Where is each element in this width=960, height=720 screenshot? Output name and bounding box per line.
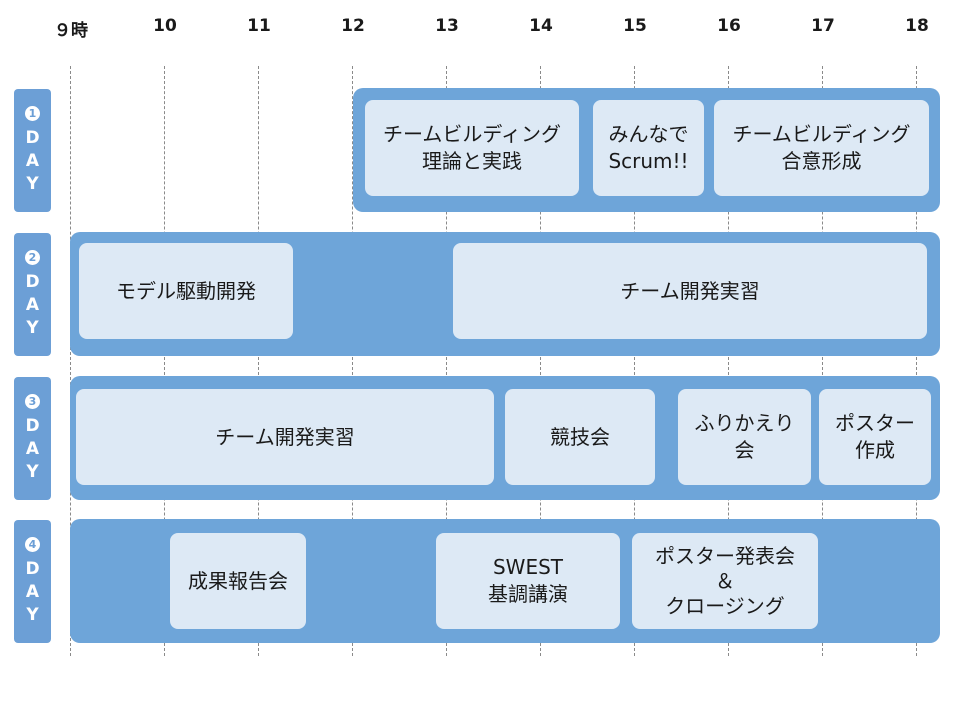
session-team-dev-practice: チーム開発実習: [453, 243, 927, 339]
gridline: [70, 66, 71, 656]
session-teambuilding-consensus: チームビルディング 合意形成: [714, 100, 929, 196]
hour-label-11: 11: [247, 16, 271, 36]
hour-label-16: 16: [717, 16, 741, 36]
hour-label-10: 10: [153, 16, 177, 36]
session-teambuilding-theory: チームビルディング 理論と実践: [365, 100, 579, 196]
hour-label-18: 18: [905, 16, 929, 36]
hour-label-17: 17: [811, 16, 835, 36]
hour-label-14: 14: [529, 16, 553, 36]
session-competition: 競技会: [505, 389, 655, 485]
day-label-2: 2 D A Y: [14, 233, 51, 356]
session-poster-closing: ポスター発表会 ＆ クロージング: [632, 533, 818, 629]
session-team-dev-practice: チーム開発実習: [76, 389, 494, 485]
hour-label-15: 15: [623, 16, 647, 36]
hour-label-9: ９時: [54, 21, 88, 41]
day-number-badge: 1: [25, 105, 40, 121]
gridline: [164, 66, 165, 656]
day-number-badge: 2: [25, 249, 40, 265]
session-poster-creation: ポスター 作成: [819, 389, 931, 485]
session-scrum: みんなで Scrum!!: [593, 100, 704, 196]
hour-label-12: 12: [341, 16, 365, 36]
day-word: D A Y: [25, 415, 40, 482]
gridline: [634, 66, 635, 656]
day-number-badge: 3: [25, 393, 40, 409]
day-word: D A Y: [25, 271, 40, 338]
gridline: [540, 66, 541, 656]
day-word: D A Y: [25, 127, 40, 194]
gridline: [446, 66, 447, 656]
gridline: [822, 66, 823, 656]
hour-label-13: 13: [435, 16, 459, 36]
day-word: D A Y: [25, 558, 40, 625]
session-model-driven-dev: モデル駆動開発: [79, 243, 293, 339]
session-retrospective: ふりかえり 会: [678, 389, 811, 485]
gridline: [258, 66, 259, 656]
gridline: [916, 66, 917, 656]
day-label-1: 1 D A Y: [14, 89, 51, 212]
day-label-3: 3 D A Y: [14, 377, 51, 500]
day-number-badge: 4: [25, 536, 40, 552]
session-results-report: 成果報告会: [170, 533, 306, 629]
gridline: [728, 66, 729, 656]
day-label-4: 4 D A Y: [14, 520, 51, 643]
session-swest-keynote: SWEST 基調講演: [436, 533, 620, 629]
gridline: [352, 66, 353, 656]
